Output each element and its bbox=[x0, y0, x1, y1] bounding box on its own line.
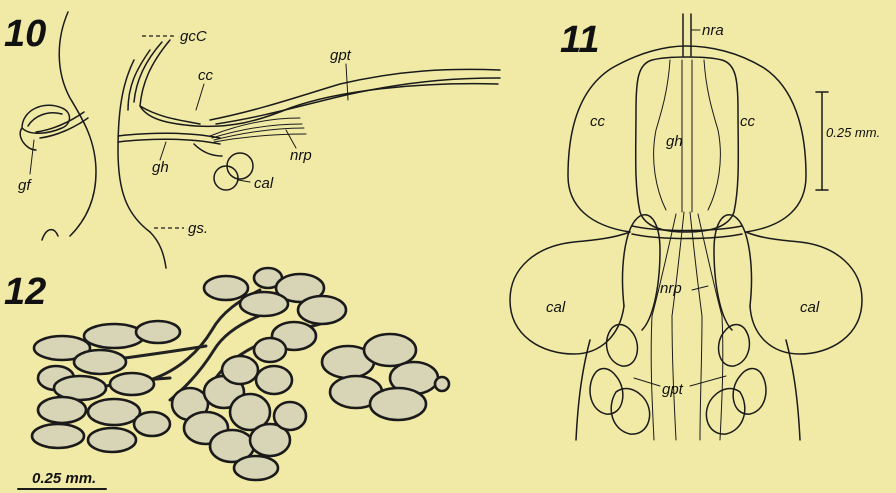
fig11-label-gh: gh bbox=[666, 133, 683, 150]
fig10-label-nrp: nrp bbox=[290, 147, 312, 164]
fig10-body-outline-lower bbox=[42, 230, 58, 240]
fig12-scale-label: 0.25 mm. bbox=[32, 470, 96, 487]
fig10-cal-lobe-upper bbox=[227, 153, 253, 179]
fig12-lobe bbox=[88, 428, 136, 452]
fig12-lobe bbox=[274, 402, 306, 430]
fig10-gh-nerve-2 bbox=[118, 139, 220, 144]
fig10-gf-leader bbox=[30, 140, 34, 174]
fig10-gh-nerve-1 bbox=[118, 133, 220, 138]
figure-12: 12 bbox=[4, 268, 449, 489]
fig12-lobe bbox=[435, 377, 449, 391]
fig12-lobe bbox=[110, 373, 154, 395]
fig12-lobe bbox=[88, 399, 140, 425]
fig11-commissure-2 bbox=[632, 234, 742, 239]
figure-10: 10 gf gcC cc gpt bbox=[4, 12, 500, 268]
fig11-gpt-leader-left bbox=[634, 378, 660, 386]
fig12-lobe bbox=[136, 321, 180, 343]
fig10-cal-leader bbox=[238, 180, 250, 182]
fig12-lobe bbox=[32, 424, 84, 448]
fig11-gh-outline bbox=[636, 57, 739, 232]
fig11-label-cal-left: cal bbox=[546, 299, 566, 316]
fig10-label-cal: cal bbox=[254, 175, 274, 192]
fig12-lobe bbox=[240, 292, 288, 316]
fig11-commissure-1 bbox=[632, 226, 742, 231]
fig10-gh-leader bbox=[160, 142, 166, 160]
fig10-connective-2 bbox=[134, 42, 162, 102]
fig12-lobe bbox=[84, 324, 144, 348]
fig12-lobe bbox=[256, 366, 292, 394]
fig11-label-cc-right: cc bbox=[740, 113, 756, 130]
fig11-label-cc-left: cc bbox=[590, 113, 606, 130]
figure-11: 11 nra gh cc cc nrp cal cal bbox=[510, 14, 880, 440]
fig11-label-gpt: gpt bbox=[662, 381, 684, 398]
fig12-lobe bbox=[204, 276, 248, 300]
fig11-lower-right-wall bbox=[786, 340, 800, 440]
fig12-lobe bbox=[74, 350, 126, 374]
fig11-gh-inner-right bbox=[704, 60, 720, 210]
fig10-label-gs: gs. bbox=[188, 220, 208, 237]
fig11-label-nrp: nrp bbox=[660, 280, 682, 297]
fig10-lower-extension bbox=[150, 232, 166, 268]
fig11-nrp-leader bbox=[692, 286, 708, 290]
fig11-lower-fiber-2 bbox=[672, 316, 676, 440]
fig11-nrp-fiber-3 bbox=[690, 212, 702, 316]
fig12-lobe bbox=[222, 356, 258, 384]
fig11-gpt-cell-3 bbox=[607, 325, 638, 367]
fig10-gpt-nerve-2 bbox=[216, 78, 500, 124]
fig12-lobe bbox=[234, 456, 278, 480]
fig10-gf-loop-1 bbox=[22, 105, 70, 133]
fig10-label-gcc: gcC bbox=[180, 28, 207, 45]
fig10-gpt-nerve-1 bbox=[210, 69, 500, 120]
figure-10-number: 10 bbox=[4, 13, 46, 55]
fig11-gpt-leader-right bbox=[690, 376, 726, 386]
figure-12-number: 12 bbox=[4, 271, 46, 313]
fig11-nrp-fiber-2 bbox=[672, 212, 684, 316]
fig11-gpt-cell-6 bbox=[719, 325, 750, 367]
fig10-gf-loop-2 bbox=[28, 113, 62, 126]
fig12-lobe bbox=[254, 338, 286, 362]
fig12-lobe bbox=[298, 296, 346, 324]
fig11-lower-fiber-3 bbox=[700, 316, 702, 440]
fig11-lower-left-wall bbox=[576, 340, 590, 440]
figure-11-number: 11 bbox=[560, 19, 599, 61]
fig10-label-gh: gh bbox=[152, 159, 169, 176]
fig11-lower-fiber-1 bbox=[651, 316, 654, 440]
fig10-label-gf: gf bbox=[18, 177, 32, 194]
fig10-cal-stalk bbox=[194, 144, 222, 156]
fig10-nrp-leader bbox=[286, 130, 296, 148]
fig11-label-cal-right: cal bbox=[800, 299, 820, 316]
fig10-label-cc: cc bbox=[198, 67, 214, 84]
fig12-lobe bbox=[134, 412, 170, 436]
fig10-gf-loop-4 bbox=[40, 118, 88, 138]
fig10-cc-leader bbox=[196, 84, 204, 110]
fig10-label-gpt: gpt bbox=[330, 47, 352, 64]
fig11-scale-label: 0.25 mm. bbox=[826, 125, 880, 140]
fig11-label-nra: nra bbox=[702, 22, 724, 39]
fig10-column-left bbox=[118, 60, 150, 232]
fig11-left-cal-outline bbox=[510, 232, 630, 354]
fig12-lobe bbox=[370, 388, 426, 420]
fig12-lobe bbox=[38, 397, 86, 423]
